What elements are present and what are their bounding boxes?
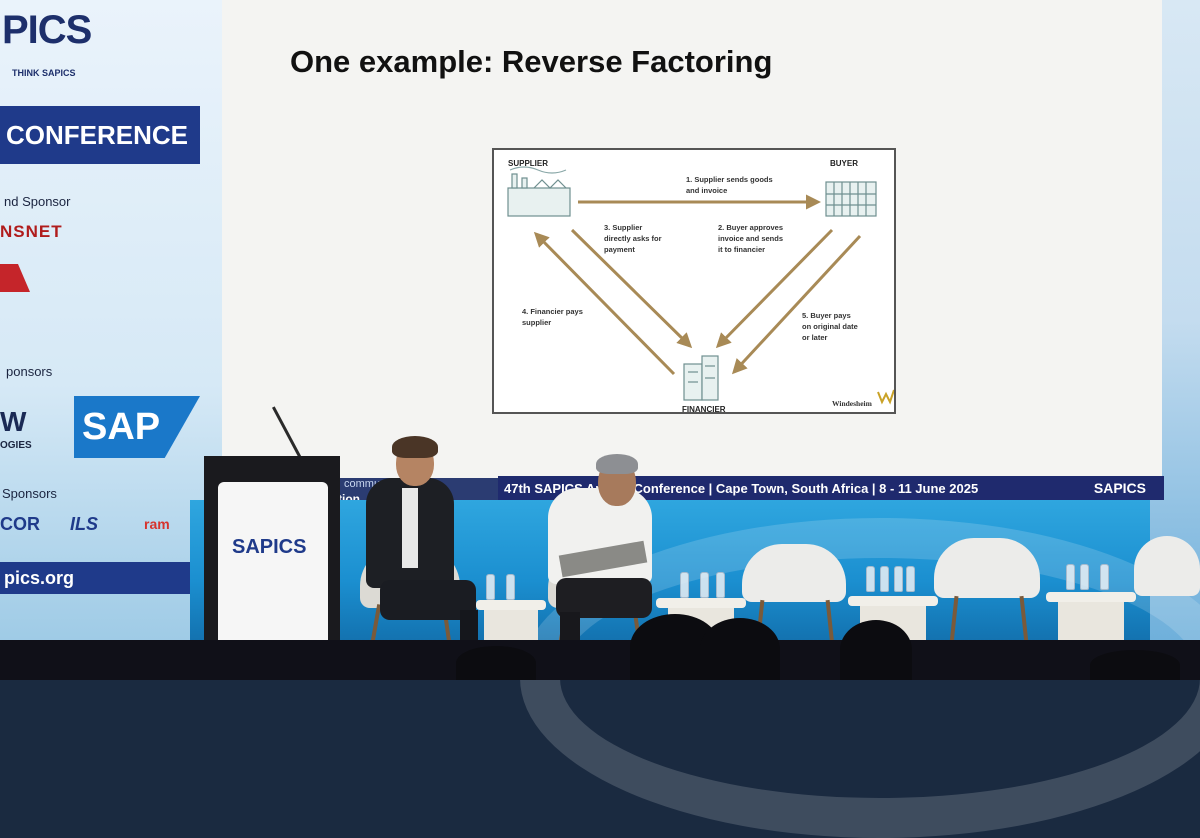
supplier-label: SUPPLIER <box>508 159 549 168</box>
step4-line1: 4. Financier pays <box>522 307 583 316</box>
left-sponsor-banner: PICS THINK SAPICS CONFERENCE nd Sponsor … <box>0 0 222 640</box>
side-table <box>656 598 746 608</box>
audience-head <box>456 646 536 680</box>
water-bottle <box>680 572 689 598</box>
step3-line2: directly asks for <box>604 234 662 243</box>
step2-line1: 2. Buyer approves <box>718 223 784 232</box>
ram-logo: ram <box>144 516 170 532</box>
footer-sapics-logo: SAPICS <box>1093 480 1146 496</box>
reverse-factoring-diagram: SUPPLIER BUYER FINANCIER 1. Supplier sen… <box>492 148 896 414</box>
speaker-one-hair <box>392 436 438 458</box>
w-logo-sub: OGIES <box>0 440 32 451</box>
audience-head <box>840 620 912 680</box>
speaker-two-hair <box>596 454 638 474</box>
transnet-logo: NSNET <box>0 222 63 241</box>
podium-sapics-logo: SAPICS <box>232 536 307 558</box>
sap-logo: SAP <box>74 396 200 458</box>
step2-line3: it to financier <box>718 245 766 254</box>
step5-line3: or later <box>802 333 828 342</box>
windesheim-brand: Windesheim <box>832 399 872 408</box>
financier-label: FINANCIER <box>682 405 726 414</box>
water-bottle <box>894 566 903 592</box>
buyer-building-icon <box>825 181 877 217</box>
ils-logo: ILS <box>70 514 99 534</box>
step3-line1: 3. Supplier <box>604 223 643 232</box>
empty-chair <box>934 538 1040 598</box>
windesheim-logo-mark <box>877 389 894 405</box>
step4-line2: supplier <box>522 318 552 327</box>
sponsors-label-2: Sponsors <box>2 486 57 501</box>
diagram-graphics <box>507 166 894 405</box>
sapics-logo: PICS <box>2 8 92 52</box>
step5-line1: 5. Buyer pays <box>802 311 851 320</box>
step1-line1: 1. Supplier sends goods <box>686 175 773 184</box>
conference-banner: CONFERENCE <box>0 106 200 164</box>
projection-screen: One example: Reverse Factoring <box>222 0 1162 478</box>
audience-head <box>700 618 780 680</box>
banner-tagline: THINK SAPICS <box>12 68 76 78</box>
empty-chair <box>742 544 846 602</box>
red-logo-shape <box>0 264 30 292</box>
sponsors-label: ponsors <box>6 364 53 379</box>
water-bottle <box>486 574 495 600</box>
arrow-buyer-pays-financier <box>731 234 862 375</box>
step5-line2: on original date <box>802 322 858 331</box>
step2-line2: invoice and sends <box>718 234 784 243</box>
water-bottle <box>866 566 875 592</box>
buyer-label: BUYER <box>830 159 859 168</box>
w-logo: W <box>0 406 27 437</box>
side-table <box>848 596 938 606</box>
arrow-buyer-to-financier-approve <box>715 228 834 349</box>
water-bottle <box>1080 564 1089 590</box>
water-bottle <box>700 572 709 598</box>
speaker-one-shirt <box>402 488 418 568</box>
arrow-financier-to-supplier <box>533 231 676 376</box>
water-bottle <box>716 572 725 598</box>
sponsor-heading: nd Sponsor <box>4 194 71 209</box>
audience-head <box>1090 650 1180 680</box>
empty-chair <box>1134 536 1200 596</box>
water-bottle <box>1100 564 1109 590</box>
side-table <box>1046 592 1136 602</box>
cor-logo: COR <box>0 514 40 534</box>
water-bottle <box>880 566 889 592</box>
factory-icon <box>507 166 571 217</box>
arrow-supplier-to-financier <box>570 228 693 349</box>
water-bottle <box>906 566 915 592</box>
step3-line3: payment <box>604 245 635 254</box>
financier-building-icon <box>683 355 719 401</box>
water-bottle <box>506 574 515 600</box>
speaker-two-legs <box>556 578 652 618</box>
side-table <box>476 600 546 610</box>
water-bottle <box>1066 564 1075 590</box>
slide-title: One example: Reverse Factoring <box>290 44 773 79</box>
sapics-url: pics.org <box>0 562 196 594</box>
step1-line2: and invoice <box>686 186 728 195</box>
floor <box>0 640 1200 680</box>
